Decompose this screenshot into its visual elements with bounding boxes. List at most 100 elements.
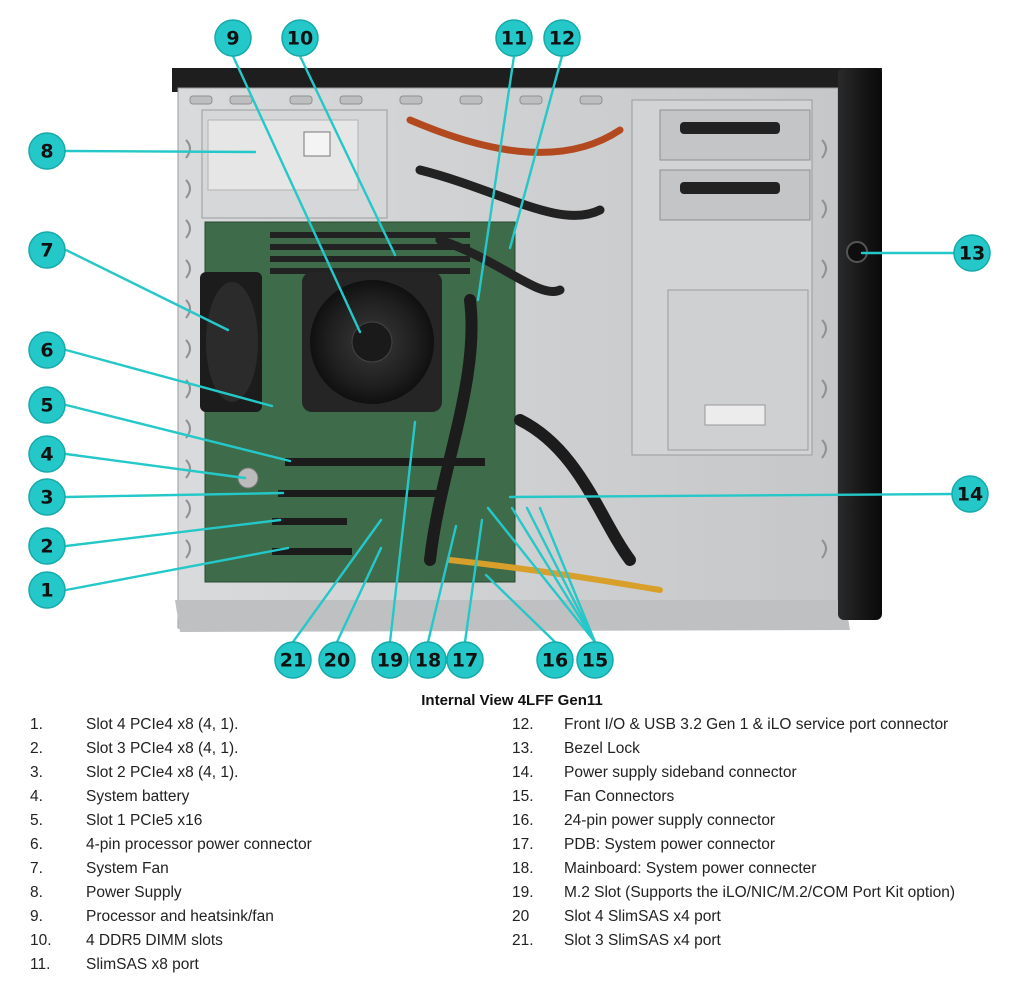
callout-21: 21 — [274, 641, 312, 679]
legend-number: 8. — [30, 884, 43, 901]
legend-label: 4 DDR5 DIMM slots — [86, 932, 223, 949]
legend-label: Mainboard: System power connecter — [564, 860, 817, 877]
leader-line-20 — [335, 546, 383, 644]
system-fan — [200, 272, 262, 412]
leader-line-12 — [508, 54, 564, 250]
legend-number: 15. — [512, 788, 534, 805]
svg-text:18: 18 — [415, 650, 441, 672]
legend-label: Slot 4 PCIe4 x8 (4, 1). — [86, 716, 239, 733]
leader-line-1 — [64, 546, 290, 592]
legend-label: 4-pin processor power connector — [86, 836, 312, 853]
legend-number: 10. — [30, 932, 52, 949]
legend-number: 11. — [30, 956, 51, 973]
callout-2: 2 — [28, 527, 66, 565]
legend-label: M.2 Slot (Supports the iLO/NIC/M.2/COM P… — [564, 884, 956, 901]
legend-number: 16. — [512, 812, 534, 829]
legend-label: System Fan — [86, 860, 169, 877]
callout-10: 10 — [281, 19, 319, 57]
svg-text:8: 8 — [40, 141, 53, 163]
processor-heatsink-fan — [302, 272, 442, 412]
legend-number: 18. — [512, 860, 534, 877]
leader-line-9 — [231, 54, 362, 334]
legend-number: 2. — [30, 740, 43, 757]
legend-label: Slot 3 PCIe4 x8 (4, 1). — [86, 740, 239, 757]
legend-label: Slot 2 PCIe4 x8 (4, 1). — [86, 764, 239, 781]
svg-text:13: 13 — [959, 243, 985, 265]
chassis-vent-slots — [185, 139, 827, 559]
callout-6: 6 — [28, 331, 66, 369]
legend-number: 12. — [512, 716, 534, 733]
svg-text:19: 19 — [377, 650, 403, 672]
leader-line-18 — [426, 524, 458, 644]
leader-line-15d — [538, 506, 597, 644]
leader-line-2 — [64, 518, 282, 548]
legend-number: 5. — [30, 812, 43, 829]
legend-number: 7. — [30, 860, 43, 877]
svg-text:4: 4 — [40, 444, 53, 466]
power-supply — [201, 109, 388, 219]
callout-9: 9 — [214, 19, 252, 57]
leader-line-19 — [388, 420, 417, 644]
leader-line-21 — [291, 518, 383, 644]
legend-label: Slot 1 PCIe5 x16 — [86, 812, 203, 829]
callout-8: 8 — [28, 132, 66, 170]
legend-label: Slot 3 SlimSAS x4 port — [564, 932, 721, 949]
svg-text:14: 14 — [957, 484, 983, 506]
legend-label: System battery — [86, 788, 190, 805]
leader-line-4 — [64, 452, 247, 480]
svg-text:6: 6 — [40, 340, 53, 362]
legend-label: Processor and heatsink/fan — [86, 908, 274, 925]
callout-20: 20 — [318, 641, 356, 679]
svg-text:7: 7 — [40, 240, 53, 262]
legend-number: 3. — [30, 764, 43, 781]
callout-11: 11 — [495, 19, 533, 57]
svg-text:16: 16 — [542, 650, 568, 672]
legend-number: 1. — [30, 716, 43, 733]
callout-5: 5 — [28, 386, 66, 424]
callout-17: 17 — [446, 641, 484, 679]
legend-number: 20 — [512, 908, 530, 925]
legend-number: 9. — [30, 908, 43, 925]
internal-view-diagram: 1 2 3 4 5 6 7 8 9 10 11 12 13 14 15 16 1… — [28, 19, 991, 679]
callout-leader-lines — [64, 54, 956, 644]
leader-line-5 — [64, 403, 292, 463]
svg-text:1: 1 — [40, 580, 53, 602]
svg-text:12: 12 — [549, 28, 575, 50]
svg-text:20: 20 — [324, 650, 350, 672]
legend-number: 19. — [512, 884, 534, 901]
legend-number: 21. — [512, 932, 534, 949]
leader-line-10 — [298, 54, 397, 257]
callout-18: 18 — [409, 641, 447, 679]
callout-13: 13 — [953, 234, 991, 272]
svg-text:11: 11 — [501, 28, 527, 50]
callout-4: 4 — [28, 435, 66, 473]
svg-text:17: 17 — [452, 650, 478, 672]
legend-number: 17. — [512, 836, 534, 853]
leader-line-3 — [64, 491, 285, 499]
callout-14: 14 — [951, 475, 989, 513]
leader-line-14 — [508, 492, 954, 499]
legend-label: Bezel Lock — [564, 740, 640, 757]
chassis-top-slots — [189, 95, 603, 105]
legend-label: 24-pin power supply connector — [564, 812, 776, 829]
leader-line-15c — [525, 506, 597, 644]
diagram-caption: Internal View 4LFF Gen11 — [421, 692, 603, 709]
legend-label: SlimSAS x8 port — [86, 956, 199, 973]
drive-cage — [631, 99, 813, 456]
legend-label: Fan Connectors — [564, 788, 675, 805]
svg-text:5: 5 — [40, 395, 53, 417]
legend-number: 13. — [512, 740, 534, 757]
callout-badges: 1 2 3 4 5 6 7 8 9 10 11 12 13 14 15 16 1… — [28, 19, 991, 679]
leader-line-15a — [486, 506, 597, 644]
legend-number: 4. — [30, 788, 43, 805]
svg-text:21: 21 — [280, 650, 306, 672]
legend-label: Power supply sideband connector — [564, 764, 797, 781]
callout-1: 1 — [28, 571, 66, 609]
svg-text:2: 2 — [40, 536, 53, 558]
callout-3: 3 — [28, 478, 66, 516]
svg-text:10: 10 — [287, 28, 313, 50]
callout-15: 15 — [576, 641, 614, 679]
svg-text:3: 3 — [40, 487, 53, 509]
callout-16: 16 — [536, 641, 574, 679]
callout-7: 7 — [28, 231, 66, 269]
